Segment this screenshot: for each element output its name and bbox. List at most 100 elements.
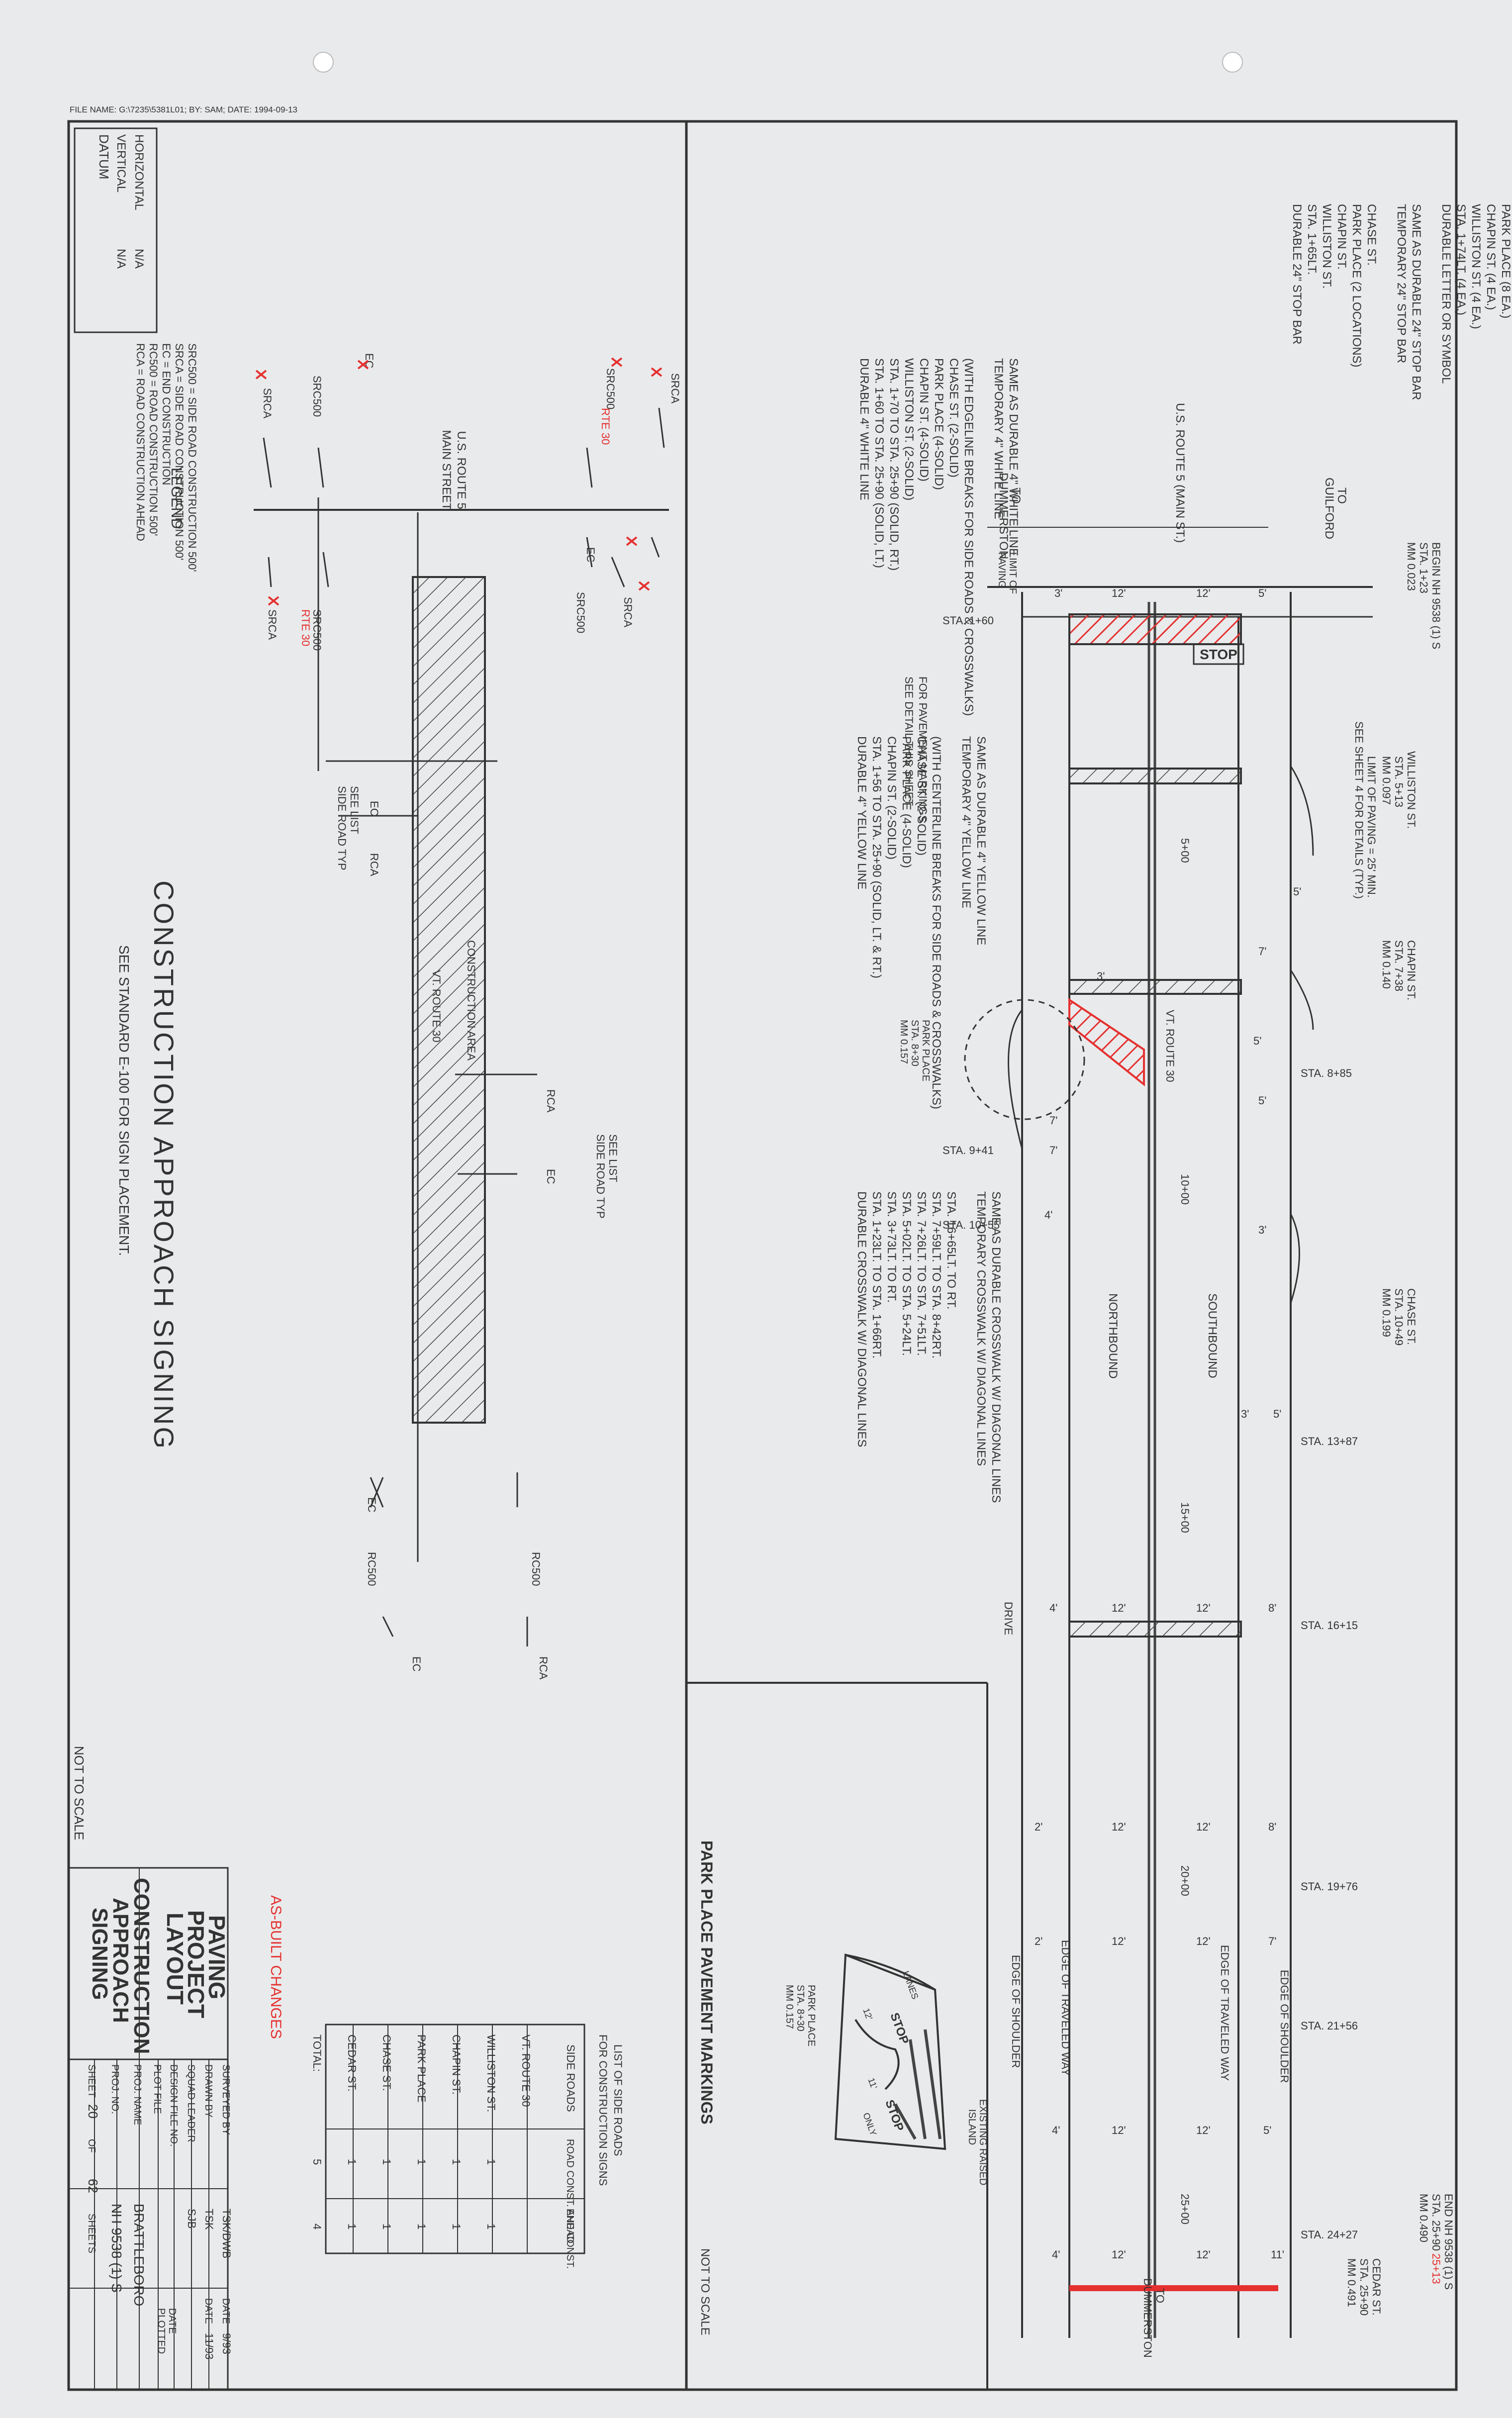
date-value-1: 9/93: [220, 2333, 233, 2354]
legend-item-4: SRC500 = SIDE ROAD CONSTRUCTION 500': [186, 343, 198, 572]
cedar-2: STA. 25+90: [1358, 2258, 1370, 2316]
to-dummerston-bottom-2: DUMMERSTON: [1141, 2278, 1154, 2358]
yellow-line-notes-1: STA. 1+56 TO STA. 25+90 (SOLID, LT. & RT…: [870, 736, 883, 978]
yellow-line-notes-5: (WITH CENTERLINE BREAKS FOR SIDE ROADS &…: [930, 736, 943, 1109]
legend-item-2: EC = END CONSTRUCTION: [160, 343, 173, 485]
limit-paving-2: PAVING: [996, 552, 1007, 588]
stop-bar-notes-1: STA. 1+65LT.: [1305, 204, 1319, 275]
sheet-title-1: PAVING: [204, 1915, 230, 2000]
datum-horizontal-value: N/A: [132, 249, 146, 269]
crosswalk-red-park-place: [1068, 998, 1145, 1087]
dim-25: 12': [1196, 1935, 1211, 1947]
table-cell-ec-4: 1: [380, 2224, 393, 2229]
surveyed-value: TSK/DWB: [220, 2209, 233, 2258]
yellow-line-notes-0: DURABLE 4" YELLOW LINE: [855, 736, 868, 889]
cedar-3: MM 0.491: [1345, 2258, 1358, 2307]
table-cell-road-6: TOTAL:: [311, 2034, 323, 2072]
table-cell-road-3: PARK PLACE: [415, 2034, 428, 2103]
park-place-detail-circle: [964, 999, 1085, 1120]
to-dummerston-1: TO: [1009, 487, 1023, 504]
dim-8: 5': [1258, 1094, 1266, 1107]
signing-main-1: U.S. ROUTE 5: [455, 431, 468, 509]
end-2: STA. 25+90: [1430, 2194, 1442, 2251]
detail-dim-12: 12': [861, 2007, 874, 2022]
dim-24: 12': [1112, 1935, 1126, 1947]
park-place-detail: PARK PLACE PAVEMENT MARKINGS NOT TO SCAL…: [698, 1840, 988, 2335]
dim-30: 5': [1263, 2124, 1271, 2136]
stop-bar-notes-0: DURABLE 24" STOP BAR: [1290, 204, 1304, 344]
table-head-0: SIDE ROADS: [565, 2044, 577, 2112]
dim-16: 12': [1112, 1602, 1126, 1614]
punch-hole-right: [1222, 52, 1243, 73]
detail-dim-11: 11': [866, 2077, 879, 2091]
stop-bar-notes-12: WILLISTON ST. (4 EA.): [1469, 204, 1483, 329]
drive-label: DRIVE: [1002, 1602, 1015, 1635]
white-line-notes-6: CHASE ST. (2-SOLID): [947, 358, 960, 478]
lop-note-2: SEE SHEET 4 FOR DETAILS (TYP.): [1353, 721, 1365, 899]
signing-vt30: VT. ROUTE 30: [430, 970, 443, 1042]
legend-item-1: RC500 = ROAD CONSTRUCTION 500': [147, 343, 160, 536]
dim-4: 5': [1293, 885, 1301, 898]
dim-33: 12': [1196, 2248, 1211, 2261]
code-rca-2: RCA: [545, 1089, 557, 1113]
begin-3: MM 0.023: [1405, 542, 1418, 591]
station-top-2: STA. 10+55: [943, 1219, 1000, 1231]
white-line-notes-1: STA. 1+60 TO STA. 25+90 (SOLID, LT.): [872, 358, 886, 568]
code-src500-1: SRC500: [604, 368, 617, 409]
dim-6: 7': [1258, 945, 1266, 958]
dim-10: 7': [1049, 1144, 1057, 1157]
dim-34: 11': [1271, 2248, 1284, 2261]
dim-15: 4': [1049, 1602, 1057, 1614]
datum-horizontal: HORIZONTAL: [132, 134, 146, 210]
see-detail-note-1: FOR PAVEMENT MARKINGS: [917, 677, 929, 822]
code-srca-3: SRCA: [622, 597, 634, 627]
code-srca-1: SRCA: [669, 373, 681, 403]
dim-0: 3': [1054, 587, 1062, 599]
crosswalk-notes-3: STA. 5+02LT. TO STA. 5+24LT.: [900, 1191, 913, 1356]
begin-2: STA. 1+23: [1418, 542, 1430, 593]
drawn-label: DRAWN BY: [203, 2064, 214, 2118]
williston-1: WILLISTON ST.: [1405, 751, 1418, 829]
island-2: ISLAND: [966, 2109, 977, 2145]
table-cell-ec-2: 1: [450, 2224, 463, 2229]
white-line-notes-10: SAME AS DURABLE 4" WHITE LINE: [1007, 358, 1020, 556]
datum-title: DATUM: [96, 134, 111, 180]
dim-12: 3': [1258, 1224, 1266, 1236]
park-place-3: MM 0.157: [898, 1020, 909, 1064]
code-rca-3: RCA: [537, 1656, 550, 1680]
side-roads-table: LIST OF SIDE ROADS FOR CONSTRUCTION SIGN…: [311, 2024, 624, 2269]
crosswalk-notes-9: SAME AS DURABLE CROSSWALK W/ DIAGONAL LI…: [989, 1191, 1003, 1503]
yellow-line-notes-4: CHASE ST. (2-SOLID): [915, 736, 928, 856]
white-line-notes-9: TEMPORARY 4" WHITE LINE: [992, 358, 1005, 519]
dim-27: 4': [1052, 2124, 1060, 2136]
dim-17: 12': [1196, 1602, 1211, 1614]
crosswalk-notes-5: STA. 7+59LT. TO STA. 8+42RT.: [930, 1191, 943, 1358]
detail-lanes: LANES: [901, 1970, 920, 2001]
title-block: AS-BUILT CHANGES PAVING PROJECT LAYOUT C…: [68, 1867, 284, 2391]
table-title-2: FOR CONSTRUCTION SIGNS: [597, 2034, 609, 2186]
yellow-line-notes-8: SAME AS DURABLE 4" YELLOW LINE: [974, 736, 988, 945]
proj-no-label: PROJ. NO.: [109, 2064, 120, 2114]
redline-rte30-2: RTE 30: [299, 609, 312, 646]
table-cell-ec-5: 1: [346, 2224, 358, 2229]
crosswalk-1: [1068, 613, 1242, 645]
dim-19: 2': [1035, 1821, 1042, 1833]
stop-bar-notes-13: CHAPIN ST. (4 EA.): [1484, 204, 1498, 310]
table-cell-rca-6: 5: [311, 2159, 323, 2165]
dim-14: 5': [1273, 1408, 1281, 1420]
construction-area-label: CONSTRUCTION AREA: [465, 940, 477, 1061]
redline-as-built: AS-BUILT CHANGES: [268, 1895, 284, 2039]
to-dummerston-bottom-1: TO: [1154, 2288, 1166, 2303]
legend-item-3: SRCA = SIDE ROAD CONSTRUCTION 500': [173, 343, 186, 560]
crosswalk-4: [1068, 1621, 1242, 1638]
crosswalk-notes-6: STA. 16+65LT. TO RT.: [945, 1191, 958, 1309]
table-cell-road-5: CEDAR ST.: [346, 2034, 358, 2092]
station-right-5: STA. 24+27: [1301, 2228, 1358, 2241]
island-1: EXISTING RAISED: [977, 2099, 988, 2185]
table-cell-road-0: VT. ROUTE 30: [520, 2034, 532, 2107]
table-cell-road-1: WILLISTON ST.: [485, 2034, 497, 2112]
yellow-line-notes-3: PARK PLACE (4-SOLID): [900, 736, 913, 868]
station-right-3: STA. 19+76: [1301, 1880, 1358, 1893]
